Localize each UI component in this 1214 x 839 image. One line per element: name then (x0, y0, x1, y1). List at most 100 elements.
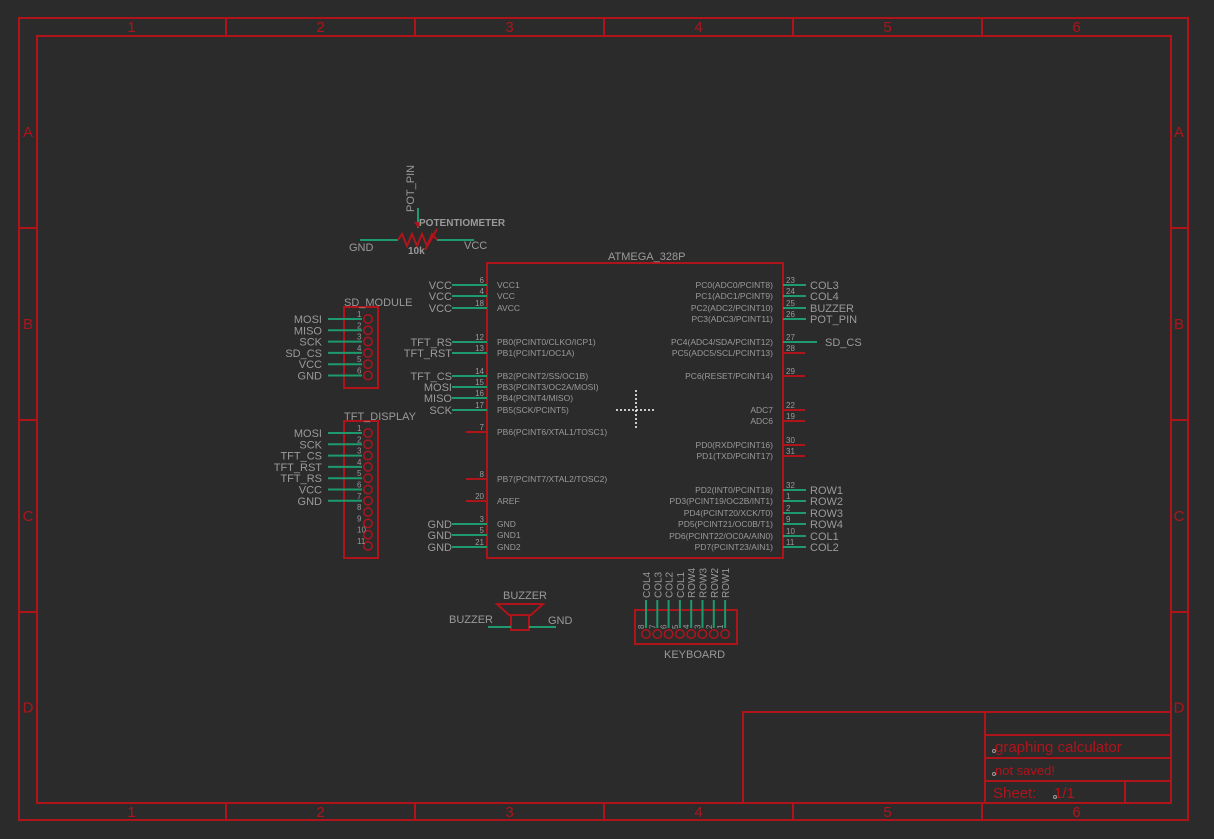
tft-pin-number: 7 (357, 492, 362, 501)
keyboard-pin-number: 6 (660, 624, 669, 629)
mcu-pin-label: PB4(PCINT4/MISO) (497, 393, 573, 403)
mcu-net-label: GND (428, 542, 453, 554)
mcu-pin-number: 20 (475, 492, 484, 501)
mcu-pin-label: PB7(PCINT7/XTAL2/TOSC2) (497, 474, 607, 484)
mcu-pin-number: 30 (786, 436, 795, 445)
mcu-pin-number: 4 (480, 287, 485, 296)
tft-net-label: SCK (299, 439, 322, 451)
tft-pin-socket (363, 461, 373, 472)
title-text: graphing calculator (995, 739, 1122, 756)
mcu-pin-label: PB1(PCINT1/OC1A) (497, 348, 575, 358)
tft-net-label: TFT_RS (280, 473, 322, 485)
buzzer-part[interactable]: BUZZER BUZZER GND (449, 590, 573, 631)
mcu-pin-label: PB0(PCINT0/CLKO/ICP1) (497, 337, 596, 347)
tft-pin-socket (363, 484, 373, 495)
keyboard-net-label: ROW3 (699, 568, 710, 598)
tft-pin-socket (363, 529, 373, 540)
keyboard-pin-socket (697, 629, 708, 639)
mcu-pin-label: PB2(PCINT2/SS/OC1B) (497, 371, 588, 381)
mcu-net-label: TFT_RS (410, 337, 452, 349)
frame-row-label: D (1174, 700, 1185, 717)
keyboard-pin-number: 3 (694, 624, 703, 629)
keyboard-pin-socket (652, 629, 663, 639)
tft-pin-number: 2 (357, 435, 362, 444)
sd-pin-number: 2 (357, 321, 362, 330)
mcu-pin-label: PD3(PCINT19/OC2B/INT1) (670, 496, 774, 506)
mcu-pin-number: 31 (786, 447, 795, 456)
frame-row-label: C (1174, 508, 1185, 525)
mcu-net-label: ROW2 (810, 496, 843, 508)
mcu-net-label: TFT_CS (410, 371, 452, 383)
pot-variable-arrow (424, 228, 438, 251)
frame-row-label: D (23, 700, 34, 717)
keyboard-net-label: COL1 (676, 571, 687, 598)
keyboard-pin-number: 5 (671, 624, 680, 629)
frame-row-label: A (1174, 124, 1184, 141)
sd-pin-socket (363, 370, 373, 381)
mcu-pin-label: AREF (497, 496, 520, 506)
sd-pin-number: 3 (357, 333, 362, 342)
keyboard-net-label: COL4 (642, 571, 653, 598)
keyboard-pin-number: 4 (682, 624, 691, 629)
mcu-pin-number: 28 (786, 344, 795, 353)
mcu-pin-number: 19 (786, 412, 795, 421)
buzzer-body (510, 614, 530, 631)
mcu-pin-label: PD2(INT0/PCINT18) (695, 485, 773, 495)
frame-row-label: A (23, 124, 33, 141)
mcu-pin-label: VCC1 (497, 280, 520, 290)
mcu-net-label: VCC (429, 303, 452, 315)
buzzer-right-net: GND (548, 615, 573, 627)
keyboard-pin-socket (641, 629, 651, 639)
mcu-pin-label: PD6(PCINT22/OC0A/AIN0) (669, 531, 773, 541)
keyboard-name: KEYBOARD (664, 649, 725, 661)
keyboard-net-label: COL3 (653, 571, 664, 598)
tft-net-label: MOSI (294, 428, 322, 440)
tft-pin-socket (363, 507, 373, 518)
mcu-pin-number: 11 (786, 538, 795, 547)
mcu-pin-number: 5 (480, 526, 485, 535)
mcu-pin-number: 9 (786, 515, 791, 524)
pot-right-net: VCC (464, 240, 487, 252)
mcu-pin-label: GND1 (497, 530, 521, 540)
mcu-pin-number: 17 (475, 401, 484, 410)
tft-pin-number: 10 (357, 526, 366, 535)
mcu-net-label: MOSI (424, 382, 452, 394)
mcu-pin-number: 14 (475, 367, 484, 376)
mcu-pin-label: PC4(ADC4/SDA/PCINT12) (671, 337, 773, 347)
sd-net-label: SD_CS (285, 348, 322, 360)
tft-net-label: VCC (299, 485, 322, 497)
mcu-pin-label: PC6(RESET/PCINT14) (685, 371, 773, 381)
frame-row-label: B (1174, 316, 1184, 333)
sd-pin-socket (363, 325, 373, 336)
frame-column-label: 6 (1072, 19, 1080, 36)
tft-net-label: GND (298, 496, 323, 508)
sd-pin-number: 5 (357, 355, 362, 364)
mcu-pin-label: PB3(PCINT3/OC2A/MOSI) (497, 382, 599, 392)
sd-pin-number: 6 (357, 367, 362, 376)
pot-name: POTENTIOMETER (419, 218, 506, 229)
crosshair-cursor (616, 390, 656, 430)
keyboard-part[interactable]: KEYBOARD 8COL47COL36COL25COL14ROW43ROW32… (634, 568, 738, 661)
mcu-net-label: ROW3 (810, 508, 843, 520)
buzzer-name: BUZZER (503, 590, 547, 602)
mcu-pin-number: 22 (786, 401, 795, 410)
keyboard-pin-socket (708, 629, 719, 639)
pot-value: 10k (408, 246, 425, 257)
tft-pin-socket (363, 428, 373, 438)
mcu-pin-number: 23 (786, 276, 795, 285)
mcu-net-label: GND (428, 519, 453, 531)
mcu-pin-number: 16 (475, 389, 484, 398)
potentiometer-part[interactable]: POTENTIOMETER 10k POT_PIN GND VCC (349, 165, 506, 257)
mcu-pin-number: 32 (786, 481, 795, 490)
sd-net-label: MOSI (294, 314, 322, 326)
mcu-pin-label: ADC7 (750, 405, 773, 415)
mcu-pin-number: 1 (786, 492, 791, 501)
frame-row-label: B (23, 316, 33, 333)
mcu-pin-label: PD7(PCINT23/AIN1) (695, 542, 774, 552)
frame-column-label: 2 (316, 804, 324, 821)
